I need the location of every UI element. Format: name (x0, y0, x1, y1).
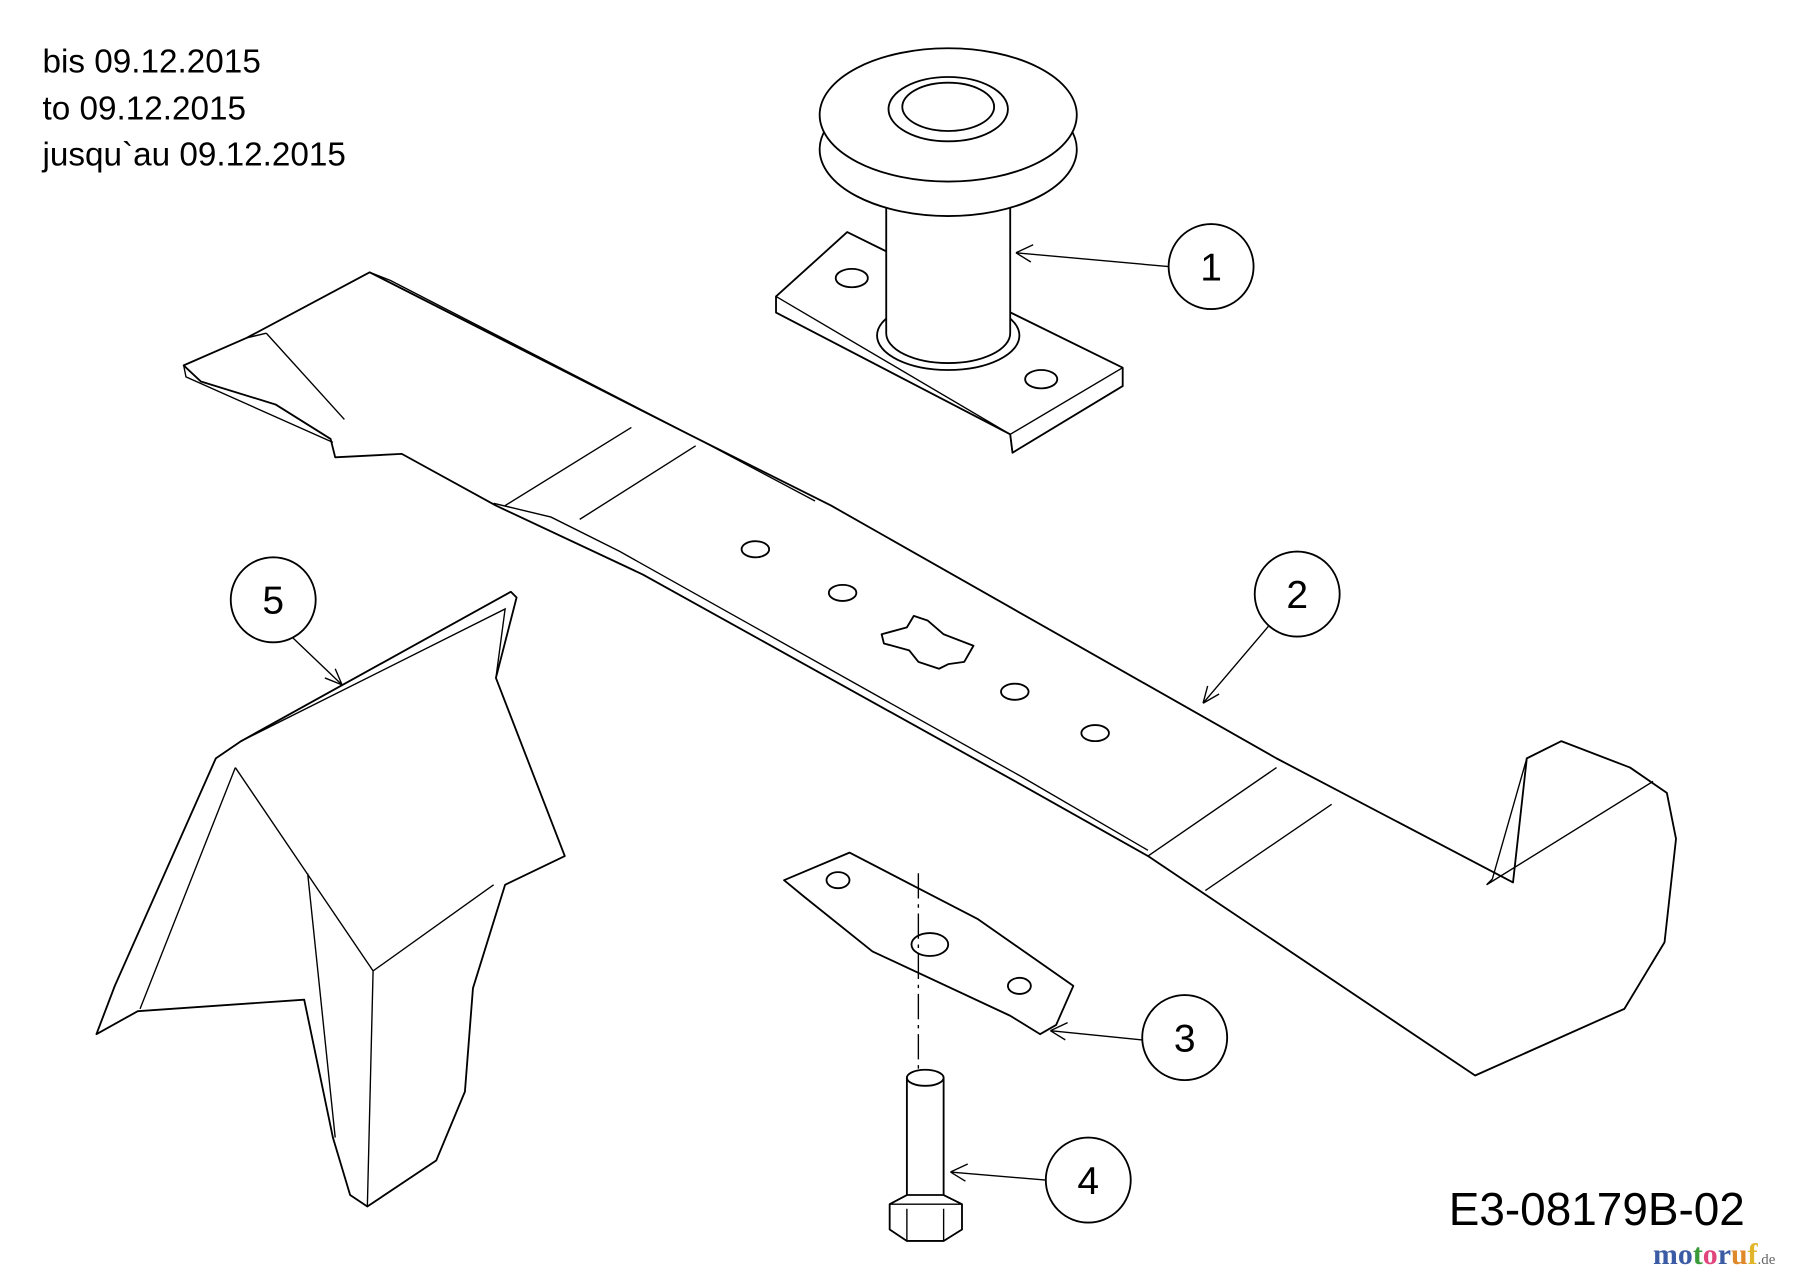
blade-hole (1000, 682, 1030, 701)
blade-hole (1080, 724, 1110, 743)
blade-center-hole (880, 614, 975, 670)
validity-line-fr: jusqu`au 09.12.2015 (41, 136, 345, 173)
svg-text:motoruf.de: motoruf.de (1653, 1238, 1776, 1271)
callout-2[interactable] (1253, 550, 1341, 638)
deflector-part[interactable] (95, 590, 566, 1208)
adapter-plate-part[interactable] (783, 851, 1075, 1069)
callout-4-label: 4 (1077, 1160, 1099, 1203)
blade-hole (740, 540, 771, 559)
pulley-part[interactable] (775, 47, 1124, 454)
callout-5-label: 5 (262, 580, 284, 623)
callout-1[interactable] (1167, 223, 1255, 311)
drawing-code: E3-08179B-02 (1449, 1183, 1745, 1235)
blade-hole (827, 583, 858, 602)
callout-1-label: 1 (1200, 246, 1222, 289)
callout-3-label: 3 (1174, 1017, 1196, 1060)
callout-2-label: 2 (1286, 574, 1308, 617)
validity-line-de: bis 09.12.2015 (42, 43, 260, 80)
callout-5[interactable] (229, 556, 317, 644)
bolt-part[interactable] (888, 1068, 963, 1242)
callout-3[interactable] (1141, 994, 1229, 1082)
watermark-logo: motoruf.de (1653, 1238, 1776, 1271)
validity-line-en: to 09.12.2015 (42, 90, 246, 127)
blade-part[interactable] (182, 271, 1677, 1077)
